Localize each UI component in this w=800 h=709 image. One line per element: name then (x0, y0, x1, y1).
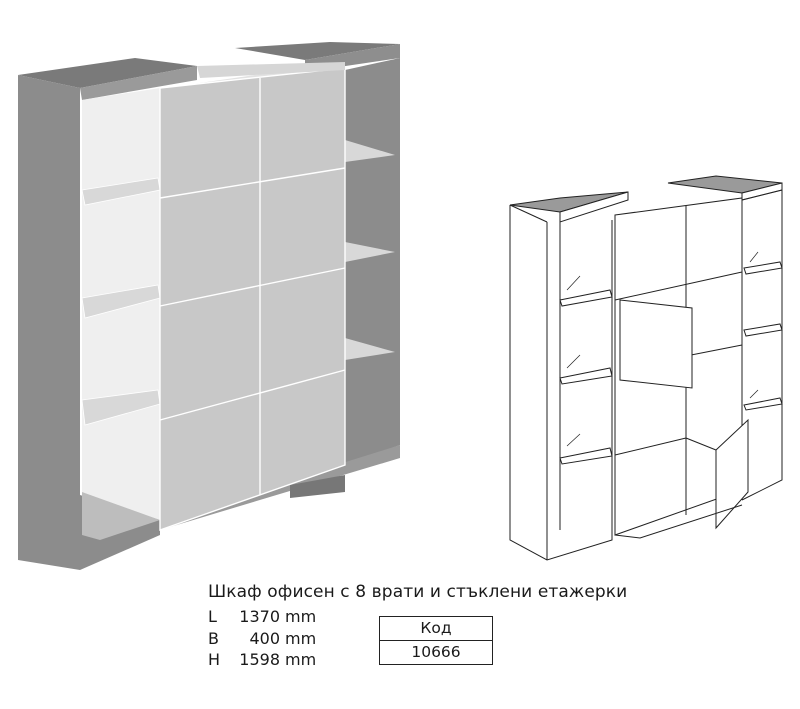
dimension-value: 400 (249, 628, 280, 648)
dimension-length: L 1370 mm (208, 606, 316, 628)
cabinet-shaded-drawing (18, 42, 400, 570)
code-label: Код (380, 617, 492, 641)
dimension-value: 1370 (239, 607, 280, 626)
dimension-label: B (208, 628, 219, 648)
dimension-depth: B 400 mm (208, 628, 316, 650)
product-title: Шкаф офисен с 8 врати и стъклени етажерк… (208, 582, 628, 602)
dimension-label: L (208, 607, 217, 626)
cabinet-line-drawing (509, 175, 783, 561)
code-value: 10666 (411, 643, 461, 662)
product-code-table: Код 10666 (379, 616, 493, 665)
dimension-value: 1598 (239, 650, 280, 669)
dimension-unit: mm (285, 628, 317, 648)
dimension-unit: mm (285, 650, 317, 669)
dimension-label: H (208, 650, 221, 669)
dimensions-list: L 1370 mm B 400 mm H 1598 mm (208, 606, 316, 671)
dimension-height: H 1598 mm (208, 649, 316, 671)
dimension-unit: mm (285, 607, 317, 626)
